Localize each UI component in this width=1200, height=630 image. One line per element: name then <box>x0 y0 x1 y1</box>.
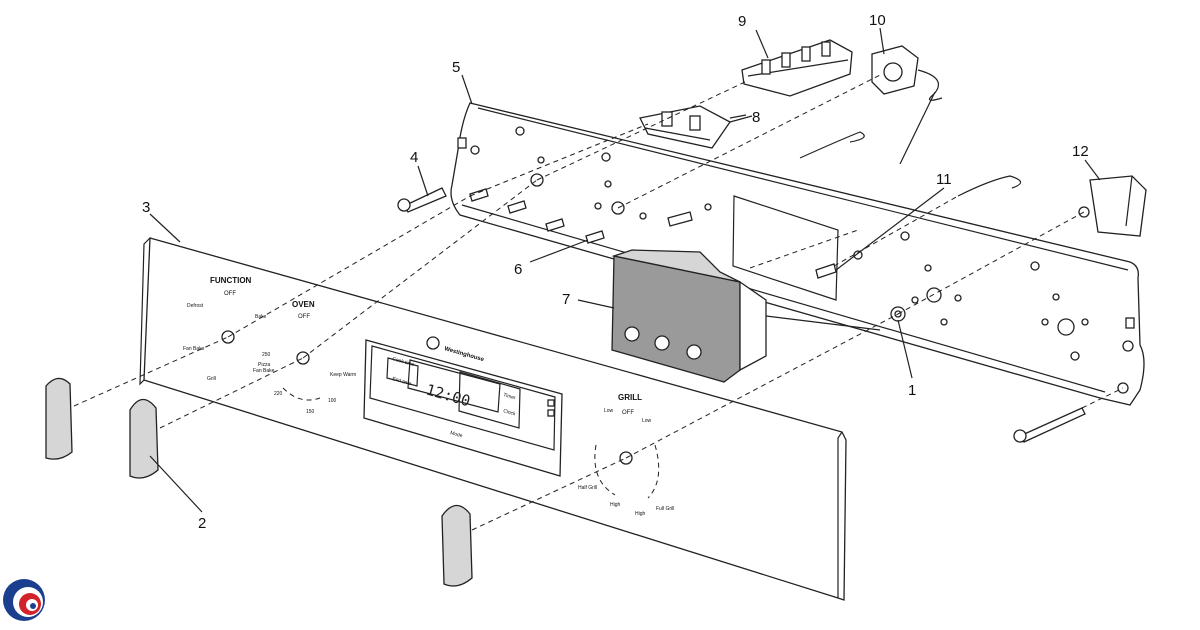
oven-mark-6: Keep Warm <box>330 372 356 378</box>
oven-label: OVEN <box>292 300 315 309</box>
energy-regulator <box>1078 175 1147 237</box>
grill-mark-1: Low <box>604 408 614 414</box>
callout-3: 3 <box>142 199 150 216</box>
oven-mark-2: Pizza <box>258 362 270 368</box>
knob-left <box>45 377 73 460</box>
selector-switch-8 <box>639 105 747 149</box>
clock-display-window <box>458 371 521 429</box>
callout-2: 2 <box>198 515 206 532</box>
callout-5: 5 <box>452 59 460 76</box>
grill-mark-5: High <box>635 511 646 517</box>
function-opt-2: Bake <box>255 314 267 320</box>
grill-mark-4: High <box>610 502 621 508</box>
fixings <box>397 187 1129 443</box>
callout-8: 8 <box>752 109 760 126</box>
callout-1: 1 <box>908 382 916 399</box>
oven-off-label: OFF <box>298 314 310 320</box>
assembly-guide-lines <box>73 73 1124 531</box>
thermostat <box>871 45 943 165</box>
control-module-box <box>611 249 881 383</box>
clock-btn-clock: Clock <box>502 408 516 417</box>
oven-mark-1: 250 <box>262 352 271 358</box>
back-panel <box>450 102 1145 406</box>
control-knobs <box>45 377 473 587</box>
oven-mark-5: 100 <box>328 398 337 404</box>
callout-10: 10 <box>869 12 886 29</box>
knob-center <box>129 398 159 479</box>
function-opt-4: Grill <box>207 376 216 382</box>
oven-dial-arc <box>282 387 321 401</box>
leader-lines <box>149 27 1101 513</box>
grill-off-label: OFF <box>622 410 634 416</box>
function-off-label: OFF <box>224 291 236 297</box>
clock-btn-timer: Timer <box>502 392 516 401</box>
corner-logo-icon <box>3 579 45 621</box>
grill-dial-arc-right <box>647 444 660 499</box>
callout-11: 11 <box>936 171 952 188</box>
brand-logo-icon <box>426 336 440 350</box>
clock-btn-end-time: End time <box>391 376 412 387</box>
grill-mark-3: Half Grill <box>578 485 597 491</box>
function-opt-1: Defrost <box>187 303 204 309</box>
knob-right <box>441 504 473 587</box>
oven-mark-7: Fan Bake <box>253 368 275 374</box>
callout-9: 9 <box>738 13 746 30</box>
callout-4: 4 <box>410 149 418 166</box>
function-opt-3: Fan Bake <box>183 346 205 352</box>
grill-mark-6: Full Grill <box>656 506 674 512</box>
grill-label: GRILL <box>618 393 642 402</box>
grill-mark-2: Low <box>642 418 652 424</box>
callout-7: 7 <box>562 291 570 308</box>
callout-labels: 1 2 3 4 5 6 7 8 9 10 11 12 <box>142 12 1089 532</box>
wiring <box>799 131 1022 197</box>
oven-mark-3: 220 <box>274 391 283 397</box>
function-label: FUNCTION <box>210 276 252 285</box>
clock-mode-label: Mode <box>449 430 463 439</box>
callout-12: 12 <box>1072 143 1089 160</box>
selector-switch-9 <box>741 39 853 97</box>
grill-dial-arc-left <box>594 444 616 496</box>
callout-6: 6 <box>514 261 522 278</box>
oven-mark-4: 150 <box>306 409 315 415</box>
